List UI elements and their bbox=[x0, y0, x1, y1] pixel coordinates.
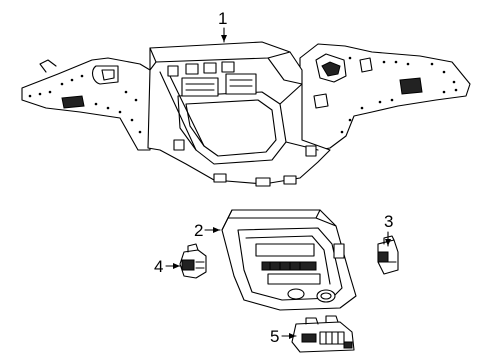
console-side-clip bbox=[333, 243, 345, 259]
console-switch-bank bbox=[261, 261, 317, 271]
console-button-row bbox=[267, 273, 321, 285]
console-button bbox=[316, 289, 336, 303]
headliner-frame bbox=[21, 41, 471, 187]
frame-rivets bbox=[28, 56, 458, 134]
frame-bottom-clip bbox=[213, 173, 227, 183]
frame-tab bbox=[221, 61, 235, 73]
console-outer-housing bbox=[221, 209, 357, 311]
frame-tab bbox=[167, 65, 179, 77]
callout-label-2: 1 bbox=[218, 9, 227, 28]
frame-bottom-clip bbox=[255, 177, 271, 187]
callout-1: 2 bbox=[194, 221, 221, 240]
frame-connector-block bbox=[181, 77, 219, 97]
callout-label-5: 5 bbox=[270, 327, 279, 346]
frame-side-clip bbox=[305, 145, 317, 157]
part-5-module bbox=[291, 315, 355, 353]
frame-connector-block bbox=[225, 73, 257, 95]
frame-tab bbox=[185, 63, 199, 75]
frame-inner-cavity bbox=[177, 91, 287, 165]
part-4-connector bbox=[179, 243, 207, 279]
callout-label-3: 3 bbox=[384, 212, 393, 231]
callout-3: 3 bbox=[384, 212, 393, 247]
frame-side-clip bbox=[173, 139, 185, 151]
console-button bbox=[287, 288, 305, 300]
overhead-console bbox=[221, 209, 357, 311]
callout-5: 5 bbox=[270, 327, 297, 346]
right-wing-pad bbox=[399, 77, 423, 95]
frame-tab bbox=[203, 62, 217, 74]
callout-label-4: 4 bbox=[154, 257, 163, 276]
frame-right-wing bbox=[299, 43, 471, 151]
callout-4: 4 bbox=[154, 257, 181, 276]
console-lens bbox=[255, 243, 315, 257]
callout-2: 1 bbox=[218, 9, 227, 43]
left-wing-pad bbox=[61, 95, 85, 109]
callout-label-1: 2 bbox=[194, 221, 203, 240]
frame-left-wing bbox=[21, 57, 151, 151]
frame-bottom-clip bbox=[283, 175, 297, 185]
